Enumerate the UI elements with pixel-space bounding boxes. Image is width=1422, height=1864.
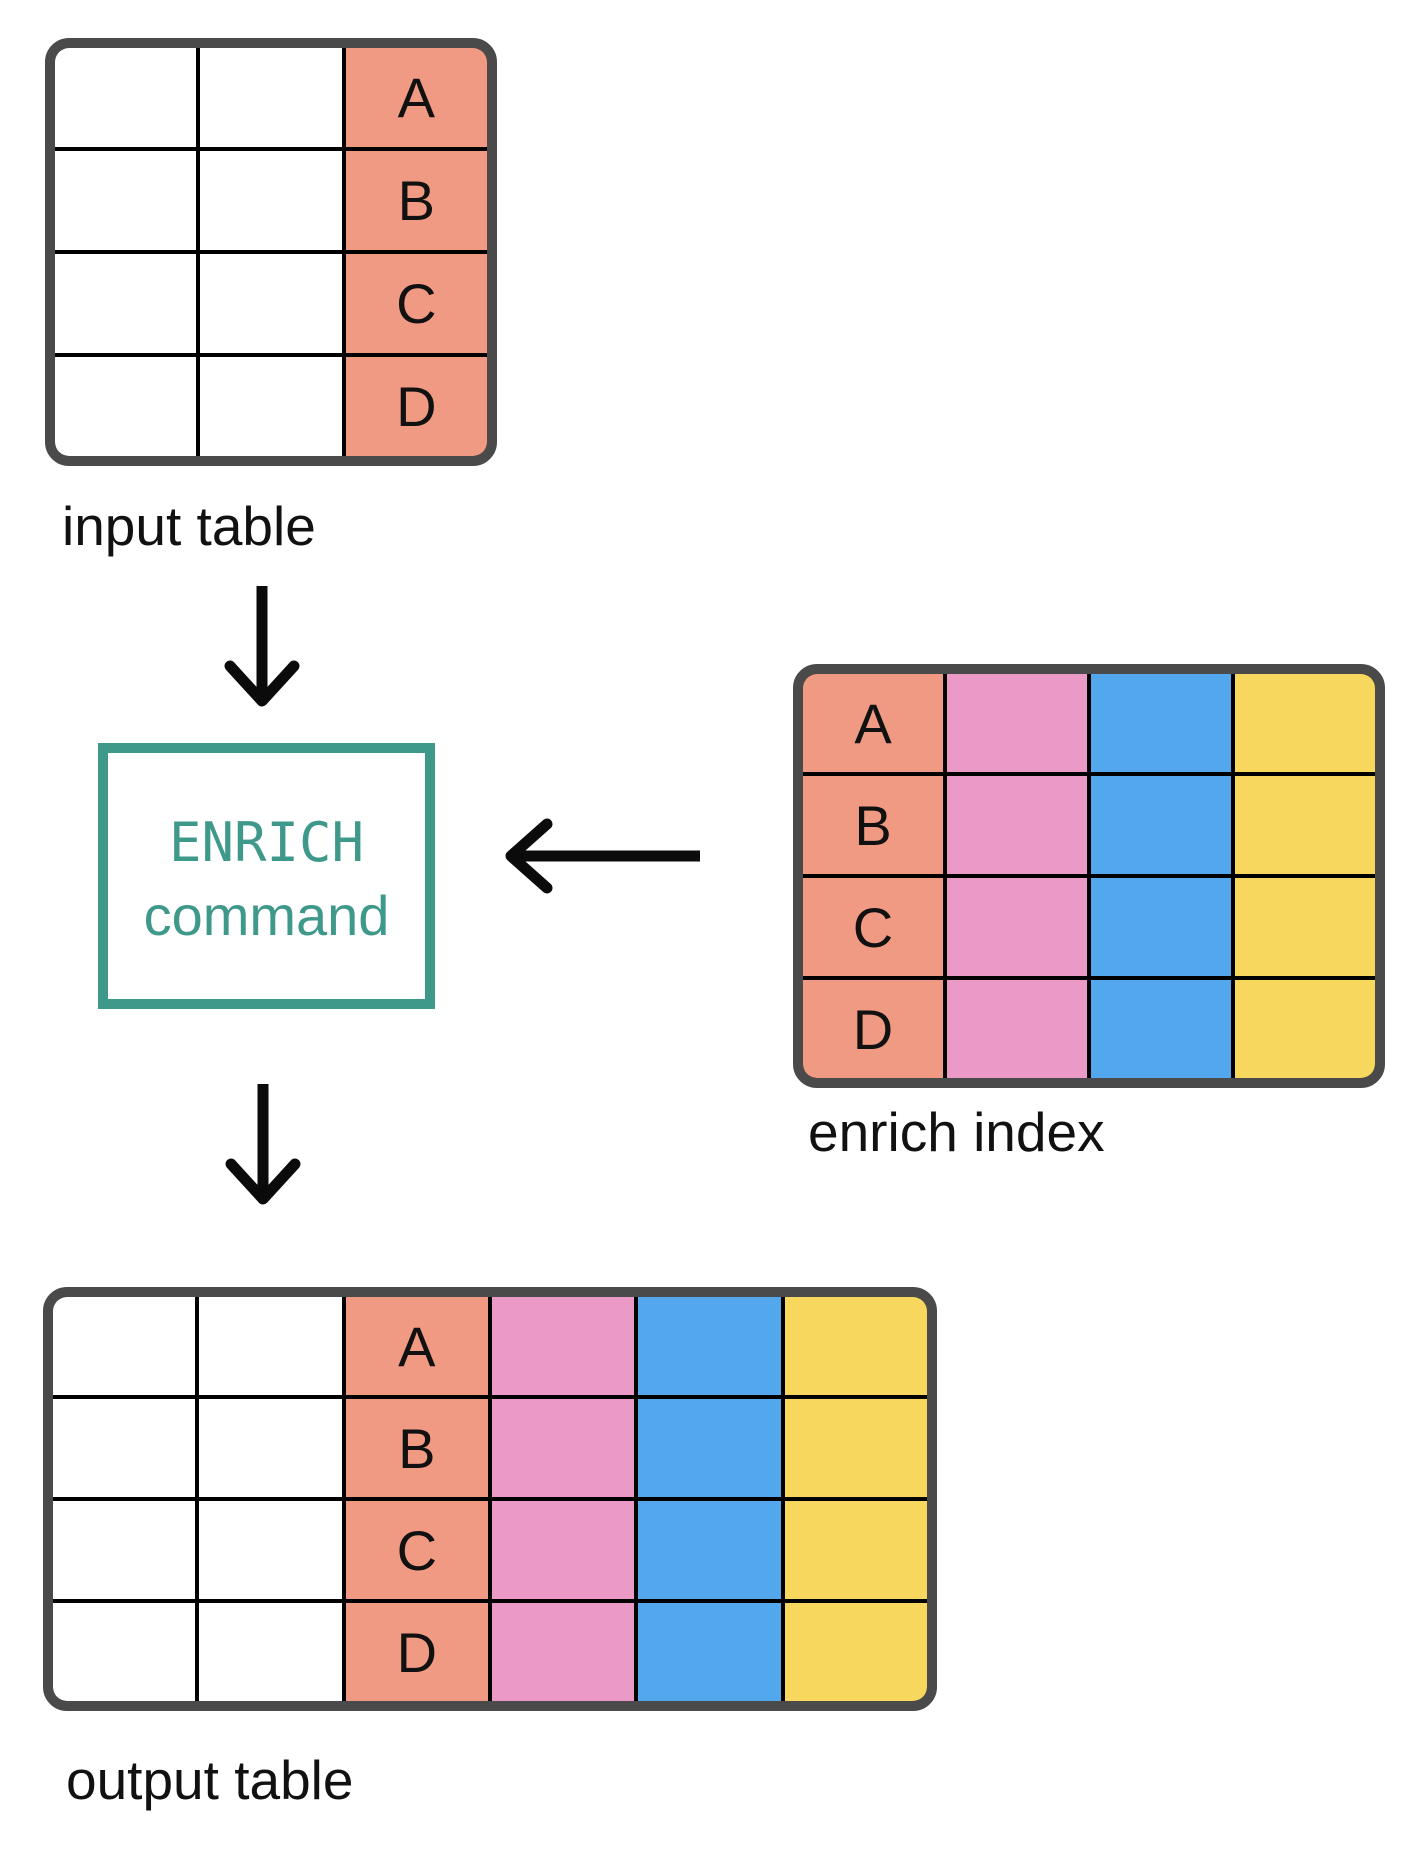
enrich-index-table: A B C D bbox=[793, 664, 1385, 1088]
table-cell bbox=[491, 1399, 635, 1497]
table-cell bbox=[784, 1297, 927, 1395]
table-cell bbox=[53, 1297, 196, 1395]
table-cell bbox=[1235, 878, 1375, 976]
table-cell bbox=[1235, 980, 1375, 1078]
output-table-label: output table bbox=[66, 1749, 354, 1811]
table-cell bbox=[1235, 776, 1375, 874]
key-cell: D bbox=[345, 1603, 488, 1701]
table-cell bbox=[784, 1603, 927, 1701]
table-cell bbox=[947, 878, 1087, 976]
table-cell bbox=[1091, 878, 1231, 976]
table-cell bbox=[491, 1603, 635, 1701]
table-cell bbox=[1091, 980, 1231, 1078]
table-cell bbox=[784, 1399, 927, 1497]
table-cell bbox=[53, 1501, 196, 1599]
table-cell bbox=[200, 254, 342, 353]
table-cell bbox=[199, 1501, 342, 1599]
table-cell bbox=[638, 1297, 781, 1395]
table-cell bbox=[199, 1297, 342, 1395]
key-cell: C bbox=[345, 254, 487, 353]
enrich-command-title: ENRICH bbox=[168, 811, 365, 874]
table-cell bbox=[53, 1603, 196, 1701]
table-cell bbox=[55, 48, 197, 147]
table-cell bbox=[947, 674, 1087, 772]
key-cell: C bbox=[803, 878, 943, 976]
key-cell: B bbox=[803, 776, 943, 874]
table-cell bbox=[200, 357, 342, 456]
table-cell bbox=[947, 980, 1087, 1078]
table-cell bbox=[55, 151, 197, 250]
table-cell bbox=[491, 1501, 635, 1599]
key-cell: A bbox=[345, 48, 487, 147]
table-cell bbox=[55, 254, 197, 353]
key-cell: B bbox=[345, 1399, 488, 1497]
table-cell bbox=[947, 776, 1087, 874]
table-cell bbox=[1091, 776, 1231, 874]
key-cell: D bbox=[345, 357, 487, 456]
table-cell bbox=[1091, 674, 1231, 772]
table-cell bbox=[784, 1501, 927, 1599]
key-cell: A bbox=[345, 1297, 488, 1395]
table-cell bbox=[200, 151, 342, 250]
enrich-index-label: enrich index bbox=[808, 1101, 1105, 1163]
table-cell bbox=[1235, 674, 1375, 772]
table-cell bbox=[53, 1399, 196, 1497]
table-cell bbox=[55, 357, 197, 456]
enrich-command-subtitle: command bbox=[143, 884, 390, 947]
enrich-command-box: ENRICH command bbox=[98, 743, 435, 1009]
input-table-label: input table bbox=[62, 495, 316, 557]
table-cell bbox=[638, 1399, 781, 1497]
table-cell bbox=[638, 1501, 781, 1599]
key-cell: D bbox=[803, 980, 943, 1078]
key-cell: B bbox=[345, 151, 487, 250]
input-table: A B C D bbox=[45, 38, 497, 466]
left-arrow-icon bbox=[505, 818, 700, 894]
table-cell bbox=[200, 48, 342, 147]
table-cell bbox=[199, 1603, 342, 1701]
key-cell: C bbox=[345, 1501, 488, 1599]
table-cell bbox=[491, 1297, 635, 1395]
table-cell bbox=[199, 1399, 342, 1497]
output-table: A B C D bbox=[43, 1287, 937, 1711]
table-cell bbox=[638, 1603, 781, 1701]
down-arrow-icon bbox=[224, 586, 300, 707]
key-cell: A bbox=[803, 674, 943, 772]
down-arrow-icon bbox=[225, 1084, 301, 1205]
